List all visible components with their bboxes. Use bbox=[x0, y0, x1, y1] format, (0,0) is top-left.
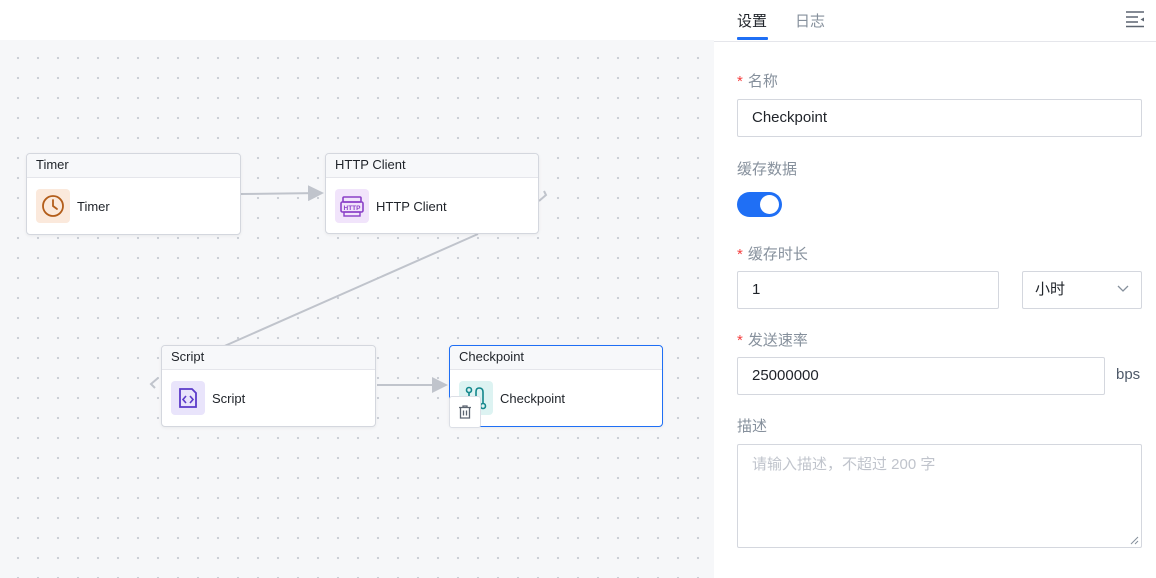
node-content: Timer bbox=[36, 189, 110, 223]
description-label: 描述 bbox=[737, 418, 768, 435]
node-title: Checkpoint bbox=[450, 346, 662, 370]
send-rate-label: *发送速率 bbox=[737, 332, 808, 349]
timer-clock-icon bbox=[36, 189, 70, 223]
flow-canvas[interactable]: Timer Timer HTTP Client HTTP HTTP Client… bbox=[0, 40, 714, 578]
tab-logs[interactable]: 日志 bbox=[795, 13, 826, 30]
node-label: Checkpoint bbox=[500, 390, 566, 406]
node-title: Script bbox=[162, 346, 375, 370]
trash-icon bbox=[459, 405, 471, 419]
http-client-icon: HTTP bbox=[335, 189, 369, 223]
name-label: *名称 bbox=[737, 73, 778, 90]
edge-http-script[interactable] bbox=[149, 190, 548, 389]
chevron-down-icon bbox=[1117, 285, 1129, 292]
cache-duration-label: *缓存时长 bbox=[737, 246, 808, 263]
collapse-panel-icon[interactable] bbox=[1125, 10, 1145, 28]
cache-data-label: 缓存数据 bbox=[737, 161, 798, 178]
svg-text:HTTP: HTTP bbox=[344, 205, 362, 212]
toggle-knob bbox=[760, 195, 779, 214]
node-content: Script bbox=[171, 381, 245, 415]
node-content: HTTP HTTP Client bbox=[335, 189, 447, 223]
panel-tabs: 设置 日志 bbox=[714, 0, 1156, 42]
cache-duration-input[interactable]: 1 bbox=[737, 271, 999, 309]
send-rate-input[interactable]: 25000000 bbox=[737, 357, 1105, 395]
node-title: Timer bbox=[27, 154, 240, 178]
resize-grip-icon[interactable] bbox=[1130, 536, 1139, 545]
active-tab-indicator bbox=[737, 37, 768, 40]
description-textarea[interactable]: 请输入描述，不超过 200 字 bbox=[737, 444, 1142, 548]
properties-panel: 设置 日志 *名称 Checkpoint 缓存数据 *缓存时长 1 小时 *发送… bbox=[714, 0, 1156, 578]
select-value: 小时 bbox=[1035, 281, 1066, 298]
node-checkpoint[interactable]: Checkpoint Checkpoint bbox=[449, 345, 663, 427]
node-label: Script bbox=[212, 390, 246, 406]
send-rate-unit: bps bbox=[1116, 366, 1141, 383]
script-code-icon bbox=[171, 381, 205, 415]
edges-layer bbox=[149, 185, 548, 393]
required-mark: * bbox=[737, 246, 743, 263]
node-label: Timer bbox=[77, 198, 110, 214]
delete-node-button[interactable] bbox=[449, 396, 481, 428]
cache-data-toggle[interactable] bbox=[737, 192, 782, 217]
node-timer[interactable]: Timer Timer bbox=[26, 153, 241, 235]
tab-settings[interactable]: 设置 bbox=[737, 13, 768, 30]
canvas-toolbar-area bbox=[0, 0, 714, 40]
edge-timer-http[interactable] bbox=[240, 185, 324, 202]
node-http-client[interactable]: HTTP Client HTTP HTTP Client bbox=[325, 153, 539, 234]
node-label: HTTP Client bbox=[376, 198, 447, 214]
node-script[interactable]: Script Script bbox=[161, 345, 376, 427]
required-mark: * bbox=[737, 73, 743, 90]
description-placeholder: 请输入描述，不超过 200 字 bbox=[752, 456, 936, 473]
cache-duration-unit-select[interactable]: 小时 bbox=[1022, 271, 1142, 309]
required-mark: * bbox=[737, 332, 743, 349]
name-input[interactable]: Checkpoint bbox=[737, 99, 1142, 137]
node-title: HTTP Client bbox=[326, 154, 538, 178]
